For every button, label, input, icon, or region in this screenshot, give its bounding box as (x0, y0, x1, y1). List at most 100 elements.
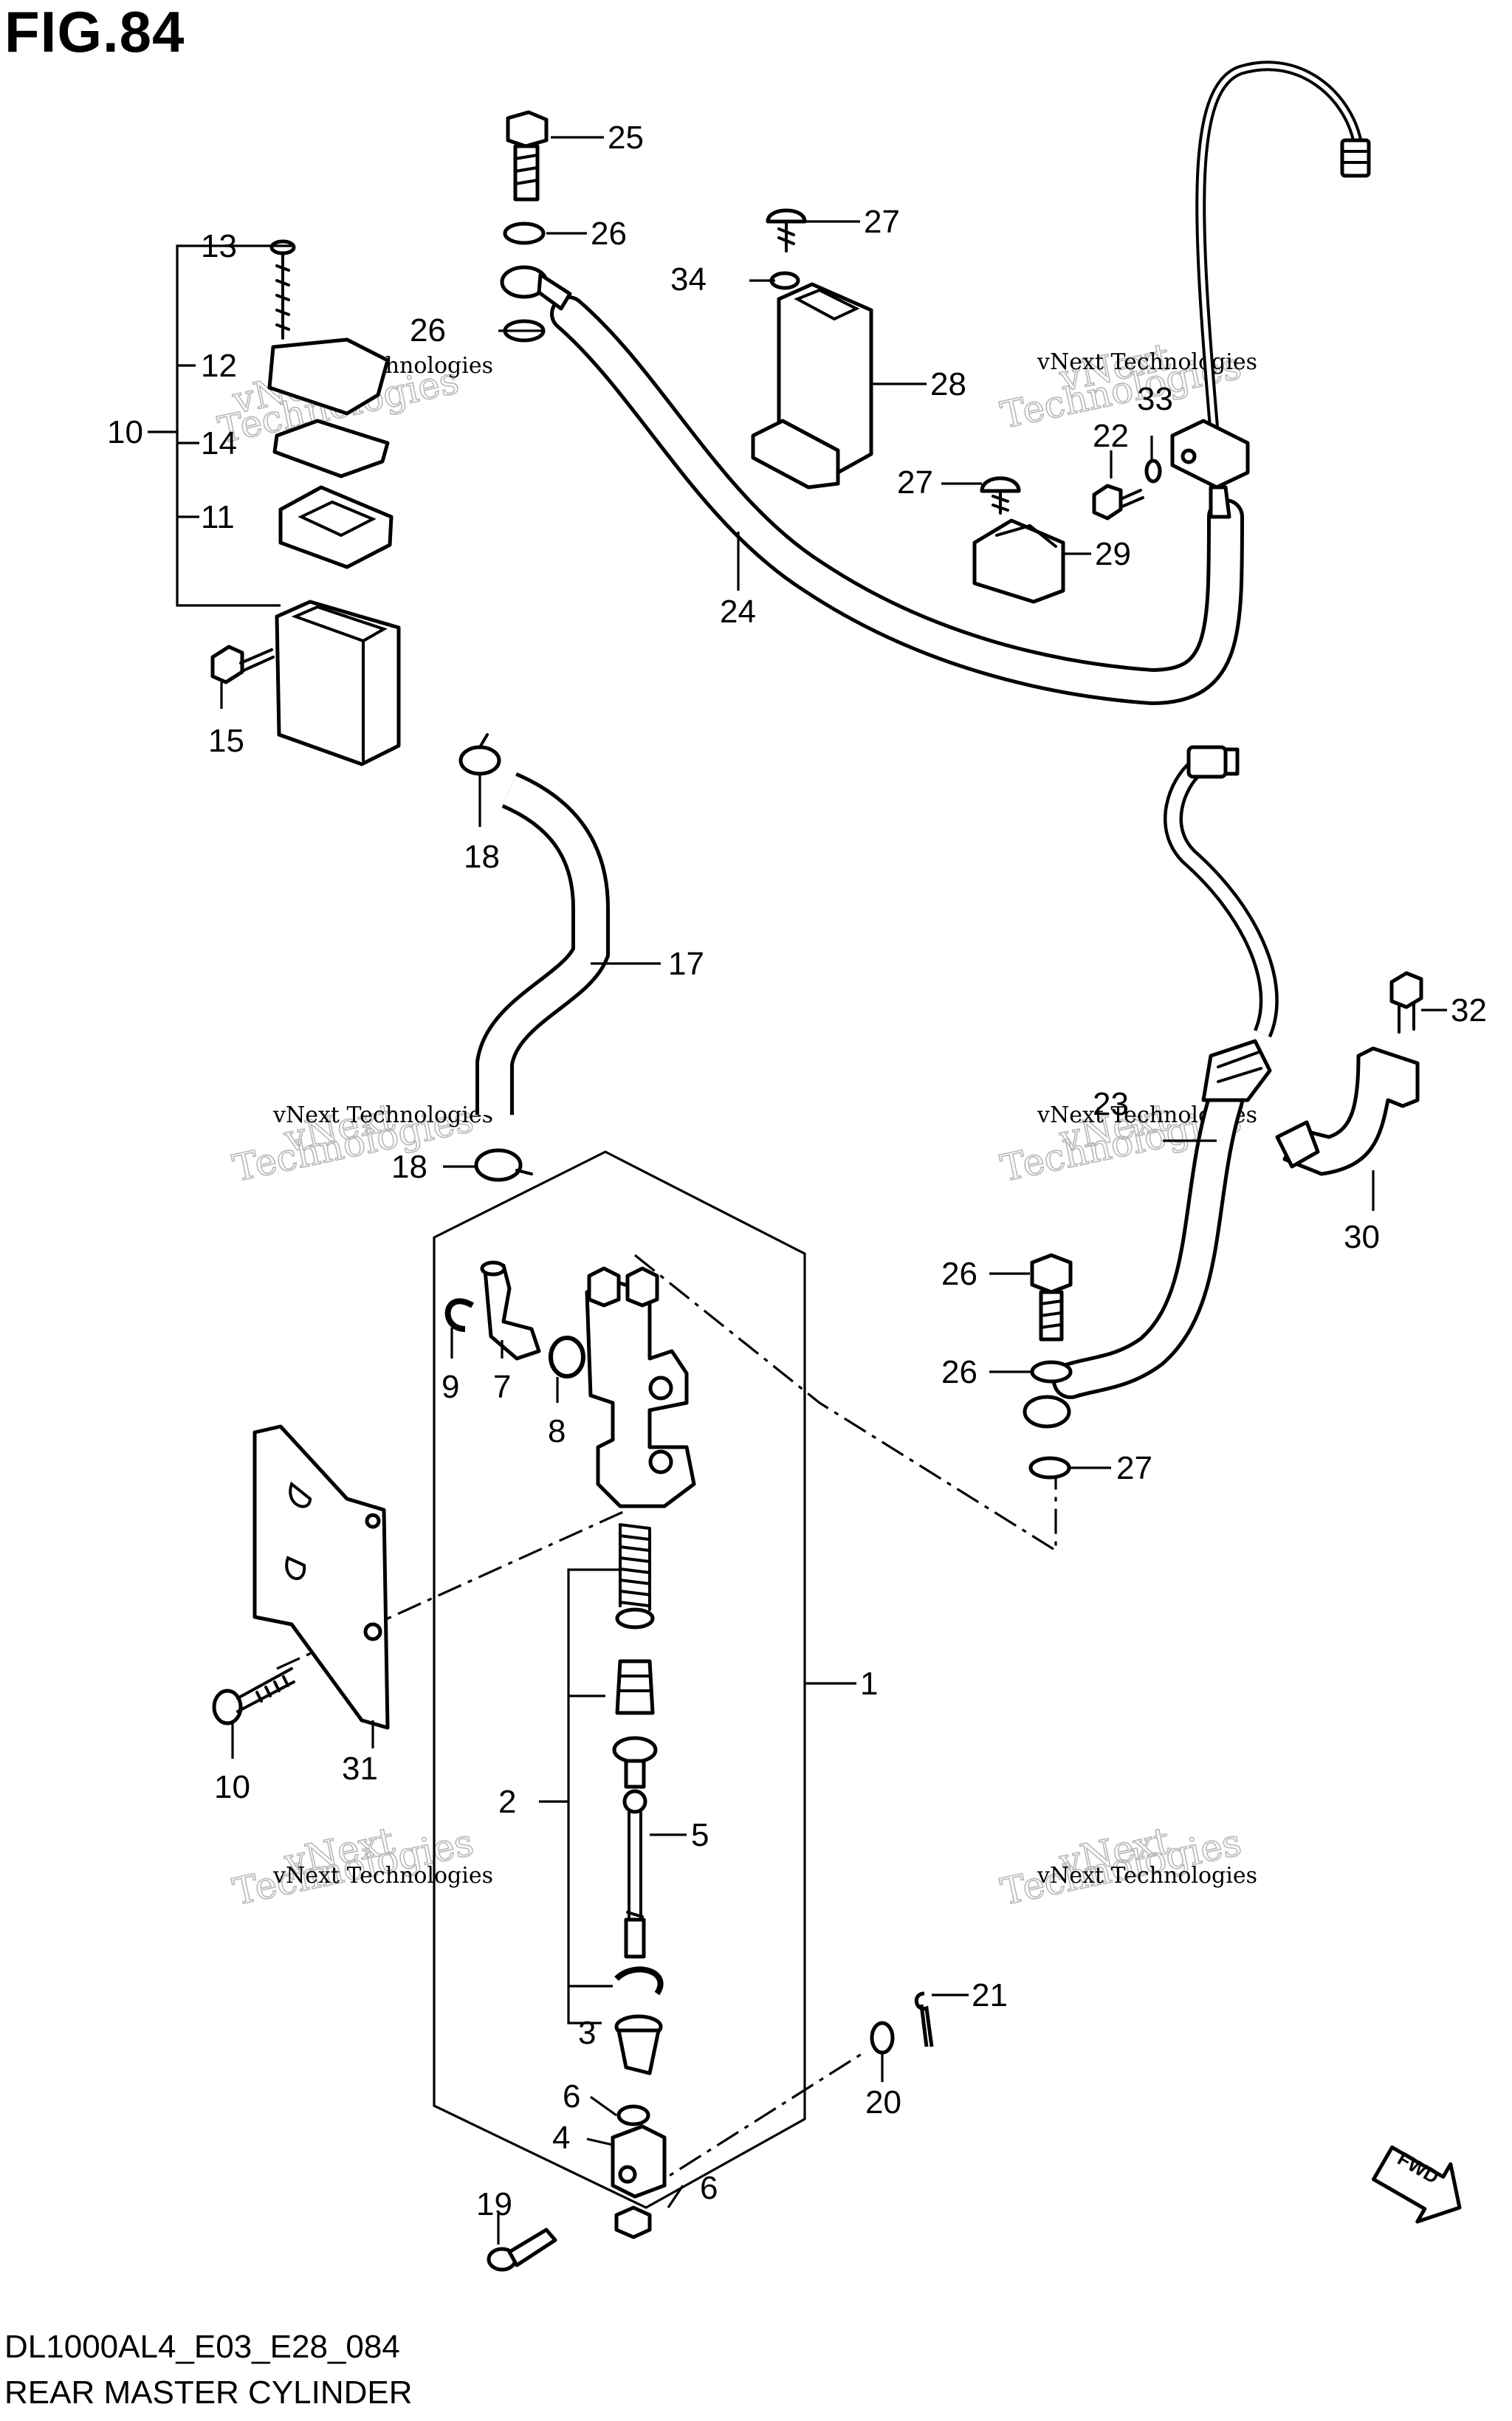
brake-hose-upper-fill (554, 299, 1240, 702)
callout-6: 6 (700, 2170, 718, 2206)
banjo-neck-upper (537, 272, 572, 311)
watermark: vNext Technologies vNext Technologies (229, 1819, 493, 1914)
guide-bolt-right (1389, 971, 1423, 1034)
hose-guide-right (1275, 1046, 1420, 1176)
push-rod (624, 1811, 646, 1959)
junction-bolt (1092, 484, 1144, 521)
clevis-pin-centerline (642, 2051, 865, 2194)
callout-labels: 25 26 26 27 34 28 27 29 24 22 33 13 12 1… (107, 120, 1487, 2222)
nut-upper (616, 2104, 650, 2126)
svg-text:vNext Technologies: vNext Technologies (272, 1863, 493, 1889)
callout-2: 2 (498, 1784, 516, 1820)
banjo-fitting-lower (1023, 1395, 1071, 1429)
clevis (611, 2124, 667, 2199)
callout-3: 3 (578, 2015, 596, 2051)
nut-lower (614, 2205, 652, 2239)
callout-15: 14 (201, 425, 237, 461)
callout-25: 25 (608, 120, 644, 156)
clamp-lower (474, 1148, 533, 1182)
hose-junction-block (1170, 419, 1250, 519)
cylinder-body (585, 1266, 696, 1508)
callout-8: 8 (548, 1413, 566, 1449)
callout-1: 1 (860, 1666, 878, 1702)
callout-21: 21 (972, 1977, 1008, 2013)
callout-28: 28 (930, 366, 966, 402)
piston-set-bracket (539, 1568, 620, 2025)
mounting-plate (252, 1424, 390, 1730)
callout-24: 24 (720, 594, 756, 630)
assembly-name: REAR MASTER CYLINDER (4, 2374, 413, 2411)
fwd-arrow-icon: FWD (1372, 2145, 1462, 2224)
banjo-bolt-lower (1030, 1253, 1073, 1342)
junction-washer (1144, 459, 1162, 484)
callout-34: 34 (670, 261, 707, 298)
guide-screw-lower (980, 476, 1021, 515)
boot (614, 2014, 663, 2075)
primary-cup (615, 1659, 655, 1715)
mount-bolt (212, 1667, 295, 1725)
watermark: vNext Technologies vNext Technologies (229, 1095, 493, 1190)
callout-11: 10 (107, 414, 143, 450)
callout-22: 22 (1093, 418, 1129, 454)
piston (612, 1736, 658, 1814)
brake-light-switch-hose (1164, 745, 1279, 1102)
callout-13: 12 (201, 348, 237, 384)
callout-27: 27 (864, 204, 900, 240)
reservoir-screw (269, 239, 296, 340)
callout-30: 30 (1344, 1219, 1380, 1255)
o-ring (549, 1336, 585, 1378)
svg-text:vNext Technologies: vNext Technologies (272, 1102, 493, 1128)
callout-10: 10 (214, 1769, 250, 1805)
washer-lower-1 (1030, 1360, 1073, 1384)
callout-26: 27 (1116, 1450, 1152, 1486)
return-spring (615, 1523, 655, 1630)
reservoir-cap (267, 337, 390, 416)
washer-lower-2 (1028, 1456, 1071, 1480)
callout-18: 18 (391, 1149, 427, 1185)
reservoir-hose-fill (479, 775, 606, 1115)
snap-ring (444, 1298, 474, 1332)
callout-26: 26 (410, 312, 446, 348)
reservoir-body (275, 600, 401, 766)
callout-4: 4 (552, 2120, 570, 2156)
guide-washer (769, 271, 800, 290)
cotter-pin (915, 1991, 934, 2047)
callout-26: 26 (941, 1354, 977, 1390)
reservoir-diaphragm (278, 485, 394, 569)
clevis-pin (487, 2228, 557, 2272)
callout-16: 15 (208, 723, 244, 759)
callout-17: 17 (668, 946, 704, 982)
callout-25: 26 (941, 1256, 977, 1292)
clamp-upper (458, 733, 501, 776)
callout-23: 23 (1093, 1086, 1129, 1122)
callout-9: 9 (441, 1369, 459, 1405)
callout-5: 5 (691, 1817, 709, 1853)
master-cylinder-outline-box (433, 1150, 806, 2209)
figure-title: FIG.84 (4, 0, 185, 64)
svg-text:vNext Technologies: vNext Technologies (1037, 1863, 1257, 1889)
watermark: vNext Technologies vNext Technologies (997, 334, 1257, 437)
hose-to-cylinder-centerline (634, 1254, 1057, 1553)
model-code: DL1000AL4_E03_E28_084 (4, 2329, 400, 2365)
callout-33: 33 (1137, 381, 1173, 417)
leader-lines (220, 136, 1447, 2245)
banjo-bolt-upper (506, 110, 549, 202)
washer-clevis (870, 2021, 895, 2055)
hose-clamp-guide (972, 518, 1065, 604)
callout-18: 18 (464, 839, 500, 875)
washer-upper-1 (503, 222, 546, 245)
brake-pipe-upper (1195, 61, 1371, 436)
hose-guide-bracket (751, 282, 873, 490)
callout-32: 31 (342, 1751, 378, 1787)
callout-27: 27 (897, 464, 933, 501)
callout-31: 32 (1451, 992, 1487, 1029)
callout-6: 6 (563, 2078, 580, 2115)
watermark: vNext Technologies vNext Technologies (997, 1819, 1257, 1914)
callout-29: 29 (1095, 536, 1131, 572)
brake-hose-lower-fill (1056, 1085, 1240, 1395)
callout-26: 26 (591, 216, 627, 252)
callout-14: 13 (201, 228, 237, 264)
circlip (614, 1966, 664, 1996)
callout-7: 7 (493, 1369, 511, 1405)
